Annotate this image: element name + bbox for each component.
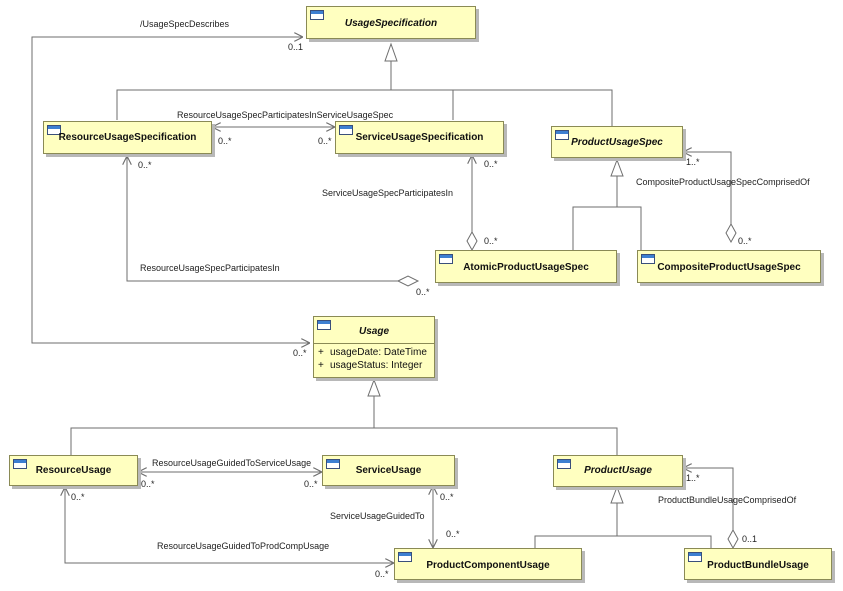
class-product-usage-spec[interactable]: ProductUsageSpec xyxy=(551,126,683,158)
class-icon xyxy=(555,130,569,140)
multiplicity-label: 1..* xyxy=(686,157,700,167)
class-composite-product-usage-spec[interactable]: CompositeProductUsageSpec xyxy=(637,250,821,283)
multiplicity-label: 0..* xyxy=(141,479,155,489)
class-icon xyxy=(310,10,324,20)
class-name: ServiceUsage xyxy=(355,465,422,476)
assoc-name-service-spec-participates: ServiceUsageSpecParticipatesIn xyxy=(322,188,454,198)
class-name: ServiceUsageSpecification xyxy=(355,132,484,143)
multiplicity-label: 0..1 xyxy=(742,534,758,544)
class-name: ResourceUsage xyxy=(35,465,112,476)
usage-generalization-tree[interactable] xyxy=(70,396,618,455)
class-service-usage[interactable]: ServiceUsage xyxy=(322,455,455,486)
class-icon xyxy=(439,254,453,264)
multiplicity-label: 0..* xyxy=(738,236,752,246)
class-resource-usage[interactable]: ResourceUsage xyxy=(9,455,138,486)
resource-spec-participates-line[interactable] xyxy=(127,156,398,282)
product-spec-generalization-triangle xyxy=(610,158,624,177)
class-name: ProductUsage xyxy=(584,465,652,476)
multiplicity-label: 0..* xyxy=(484,159,498,169)
class-name: ResourceUsageSpecification xyxy=(58,132,197,143)
product-usage-generalization-tree[interactable] xyxy=(534,503,712,548)
multiplicity-label: 0..* xyxy=(71,492,85,502)
product-spec-generalization-tree[interactable] xyxy=(572,176,642,250)
class-icon xyxy=(326,459,340,469)
class-icon xyxy=(317,320,331,330)
bundle-usage-comprised-line[interactable] xyxy=(683,468,734,530)
multiplicity-label: 0..* xyxy=(138,160,152,170)
class-name: ProductBundleUsage xyxy=(707,560,809,571)
spec-generalization-triangle xyxy=(384,42,398,62)
multiplicity-label: 0..* xyxy=(440,492,454,502)
class-icon xyxy=(688,552,702,562)
class-name: ProductUsageSpec xyxy=(571,137,663,148)
multiplicity-label: 0..* xyxy=(446,529,460,539)
class-resource-usage-specification[interactable]: ResourceUsageSpecification xyxy=(43,121,212,154)
class-icon xyxy=(398,552,412,562)
assoc-name-resource-spec-participates: ResourceUsageSpecParticipatesIn xyxy=(140,263,280,273)
class-name: CompositeProductUsageSpec xyxy=(657,262,801,273)
class-icon xyxy=(13,459,27,469)
class-service-usage-specification[interactable]: ServiceUsageSpecification xyxy=(335,121,504,154)
multiplicity-label: 0..* xyxy=(318,136,332,146)
multiplicity-label: 0..* xyxy=(218,136,232,146)
product-usage-generalization-triangle xyxy=(610,485,624,504)
multiplicity-label: 0..* xyxy=(375,569,389,579)
assoc-name-service-usage-guided: ServiceUsageGuidedTo xyxy=(330,511,425,521)
assoc-name-composite-spec-comprised: CompositeProductUsageSpecComprisedOf xyxy=(636,177,810,187)
multiplicity-label: 1..* xyxy=(686,473,700,483)
class-name: UsageSpecification xyxy=(344,18,438,29)
attribute-text: usageStatus: Integer xyxy=(330,360,423,371)
class-name: Usage xyxy=(358,326,389,337)
service-spec-aggregation-diamond xyxy=(466,230,478,252)
class-usage-specification[interactable]: UsageSpecification xyxy=(306,6,476,39)
attribute-text: usageDate: DateTime xyxy=(330,347,427,358)
class-icon xyxy=(339,125,353,135)
composite-spec-aggregation-diamond xyxy=(725,222,737,244)
class-product-usage[interactable]: ProductUsage xyxy=(553,455,683,487)
resource-spec-aggregation-diamond xyxy=(396,275,420,287)
class-icon xyxy=(47,125,61,135)
spec-generalization-tree[interactable] xyxy=(116,61,613,126)
multiplicity-label: 0..* xyxy=(304,479,318,489)
assoc-name-resource-service-usage: ResourceUsageGuidedToServiceUsage xyxy=(152,458,312,468)
attribute-usage-status: + usageStatus: Integer xyxy=(318,360,422,371)
attribute-usage-date: + usageDate: DateTime xyxy=(318,347,427,358)
visibility-marker: + xyxy=(318,347,324,358)
class-usage[interactable]: Usage + usageDate: DateTime + usageStatus:… xyxy=(313,316,435,378)
class-icon xyxy=(641,254,655,264)
multiplicity-label: 0..1 xyxy=(288,42,304,52)
usage-generalization-triangle xyxy=(367,378,381,397)
usage-spec-describes-line[interactable] xyxy=(31,37,310,343)
composite-spec-comprised-line[interactable] xyxy=(683,152,732,224)
visibility-marker: + xyxy=(318,360,324,371)
assoc-name-usage-spec-describes: /UsageSpecDescribes xyxy=(140,19,230,29)
bundle-usage-aggregation-diamond xyxy=(727,528,739,550)
multiplicity-label: 0..* xyxy=(293,348,307,358)
assoc-name-bundle-usage-comprised: ProductBundleUsageComprisedOf xyxy=(658,495,797,505)
assoc-name-resource-service-spec: ResourceUsageSpecParticipatesInServiceUs… xyxy=(177,110,394,120)
class-product-bundle-usage[interactable]: ProductBundleUsage xyxy=(684,548,832,580)
class-name: ProductComponentUsage xyxy=(426,560,550,571)
attribute-separator xyxy=(314,343,434,344)
class-atomic-product-usage-spec[interactable]: AtomicProductUsageSpec xyxy=(435,250,617,283)
class-name: AtomicProductUsageSpec xyxy=(463,262,589,273)
class-icon xyxy=(557,459,571,469)
class-product-component-usage[interactable]: ProductComponentUsage xyxy=(394,548,582,580)
multiplicity-label: 0..* xyxy=(416,287,430,297)
resource-prodcomp-usage-line[interactable] xyxy=(65,487,394,563)
assoc-name-resource-prodcomp-usage: ResourceUsageGuidedToProdCompUsage xyxy=(157,541,330,551)
multiplicity-label: 0..* xyxy=(484,236,498,246)
